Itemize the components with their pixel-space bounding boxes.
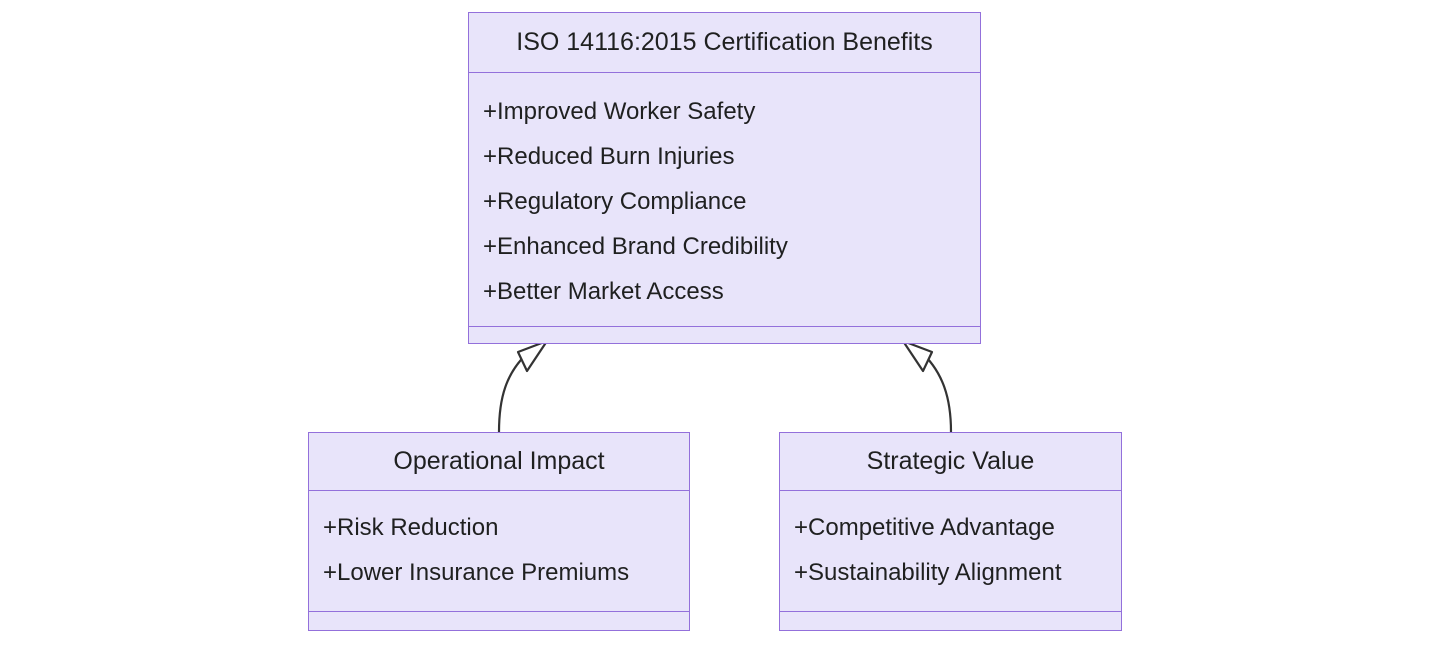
attribute-row: +Enhanced Brand Credibility	[483, 232, 788, 260]
generalization-edge-operational-impact	[497, 348, 533, 434]
generalization-edge-strategic-value	[917, 348, 953, 434]
attribute-row: +Competitive Advantage	[794, 513, 1055, 541]
class-methods-main	[469, 327, 980, 343]
attribute-row: +Lower Insurance Premiums	[323, 558, 630, 586]
uml-class-strategic-value[interactable]: Strategic Value +Competitive Advantage +…	[779, 432, 1122, 631]
attribute-row: +Regulatory Compliance	[483, 187, 747, 215]
class-attributes-main: +Improved Worker Safety +Reduced Burn In…	[469, 73, 980, 327]
attribute-row: +Sustainability Alignment	[794, 558, 1062, 586]
attribute-row: +Improved Worker Safety	[483, 97, 756, 125]
class-title-right: Strategic Value	[780, 433, 1121, 491]
generalization-arrowhead-operational-impact	[516, 339, 549, 373]
attribute-row: +Better Market Access	[483, 277, 724, 305]
class-methods-left	[309, 612, 689, 630]
class-title-left: Operational Impact	[309, 433, 689, 491]
class-title-main: ISO 14116:2015 Certification Benefits	[469, 13, 980, 73]
uml-class-operational-impact[interactable]: Operational Impact +Risk Reduction +Lowe…	[308, 432, 690, 631]
attribute-row: +Risk Reduction	[323, 513, 499, 541]
generalization-arrowhead-strategic-value	[901, 339, 934, 373]
uml-class-iso-14116-certification-benefits[interactable]: ISO 14116:2015 Certification Benefits +I…	[468, 12, 981, 344]
class-attributes-right: +Competitive Advantage +Sustainability A…	[780, 491, 1121, 612]
class-attributes-left: +Risk Reduction +Lower Insurance Premium…	[309, 491, 689, 612]
attribute-row: +Reduced Burn Injuries	[483, 142, 735, 170]
class-methods-right	[780, 612, 1121, 630]
